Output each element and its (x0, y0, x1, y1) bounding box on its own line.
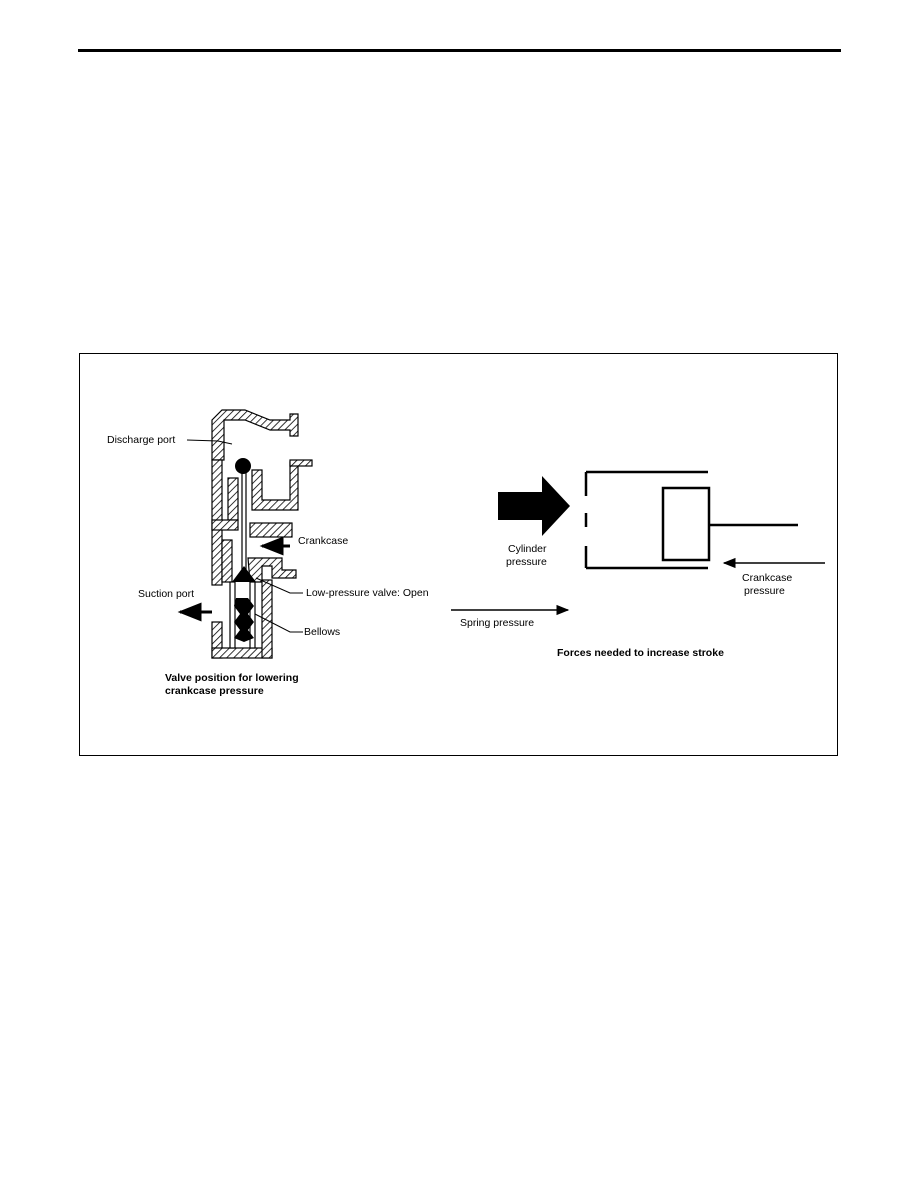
low-pressure-valve-leader (255, 577, 303, 594)
cylinder-pressure-arrow (498, 476, 570, 536)
suction-port-label: Suction port (138, 588, 195, 600)
cylinder-body (584, 470, 708, 570)
piston (661, 486, 711, 562)
bellows-leader (254, 613, 303, 633)
header-rule (78, 49, 841, 52)
left-caption-line1: Valve position for lowering (165, 672, 299, 684)
cylinder-pressure-label-line2: pressure (506, 556, 547, 568)
bellows-label: Bellows (304, 626, 341, 638)
valve-ball (235, 458, 251, 474)
low-pressure-valve-cone (232, 566, 256, 582)
spring-pressure-label: Spring pressure (460, 617, 535, 629)
left-caption-line2: crankcase pressure (165, 685, 264, 697)
bellows-shape (234, 598, 254, 642)
crankcase-pressure-label-line2: pressure (744, 585, 785, 597)
figure-frame (79, 353, 838, 756)
crankcase-pressure-label-line1: Crankcase (742, 572, 793, 584)
cylinder-pressure-label-line1: Cylinder (508, 543, 547, 555)
crankcase-label: Crankcase (298, 535, 349, 547)
discharge-port-leader (186, 439, 233, 445)
low-pressure-valve-label: Low-pressure valve: Open (306, 587, 429, 599)
discharge-port-label: Discharge port (107, 434, 176, 446)
valve-body (211, 409, 313, 659)
right-caption: Forces needed to increase stroke (557, 647, 724, 659)
